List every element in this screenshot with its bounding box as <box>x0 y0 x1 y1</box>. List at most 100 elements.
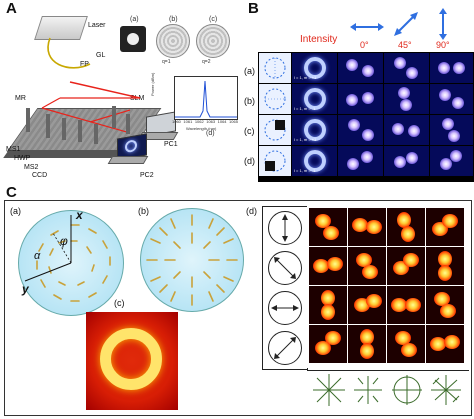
laser-beams <box>41 81 141 134</box>
panel-letter-c: C <box>6 184 17 201</box>
sub-a-label: (a) <box>10 206 21 216</box>
mode-0deg <box>338 53 383 83</box>
angle-45-label: 45° <box>398 40 412 50</box>
row-label-a: (a) <box>244 66 255 76</box>
q2-label: q=2 <box>202 59 211 65</box>
hot-mode-cell <box>425 324 465 364</box>
spectrum-xtick: 1061 <box>183 119 193 124</box>
axis-x-label: x <box>76 208 83 222</box>
spectrum-xtick: 1063 <box>206 119 216 124</box>
intensity-label: Intensity <box>300 34 338 45</box>
hot-mode-cell <box>347 324 387 364</box>
hot-ring-image <box>86 312 178 410</box>
mode-90deg <box>430 84 473 114</box>
inset-b-label: (b) <box>169 16 178 23</box>
hot-mode-cell <box>386 285 426 325</box>
gl-label: GL <box>96 52 106 59</box>
spectrum-xlabel: Wavelength (nm) <box>186 126 217 131</box>
circle-antidiagonal-icon <box>268 331 302 365</box>
intensity-mode: l = 1, m = -1 <box>292 146 337 176</box>
intensity-mode: l = 1, m = +1 <box>292 53 337 83</box>
polarization-map <box>259 146 291 176</box>
spectrum-plot <box>174 76 238 120</box>
mode-90deg <box>430 146 473 176</box>
spectrum-xtick: 1060 <box>172 119 181 124</box>
inset-a-label: (a) <box>130 16 139 23</box>
hwp-label: HWP <box>14 155 31 162</box>
spectrum-xtick: 1064 <box>217 119 227 124</box>
radial-field-icon <box>313 374 345 406</box>
q1-label: q=1 <box>162 59 171 65</box>
hybrid-field-icon <box>354 376 382 404</box>
hot-mode-cell <box>308 246 348 286</box>
intensity-mode: l = 1, m = +1 <box>292 115 337 145</box>
spectrum-ylabel: Power (dBm) <box>150 72 155 96</box>
circle-vertical-icon <box>268 211 302 245</box>
optical-posts <box>26 106 130 144</box>
hot-mode-cell <box>308 285 348 325</box>
azimuthal-field-icon <box>392 375 422 405</box>
sub-b-label: (b) <box>138 206 149 216</box>
mode-0deg <box>338 84 383 114</box>
polarization-map <box>259 53 291 83</box>
inset-c-label: (c) <box>209 16 218 23</box>
pc2-label: PC2 <box>140 172 154 179</box>
panel-c-frame <box>4 200 472 416</box>
ms2-label: MS2 <box>24 164 39 171</box>
hot-mode-cell <box>425 285 465 325</box>
alpha-label: α <box>34 250 41 262</box>
hot-mode-cell <box>386 246 426 286</box>
inset-c-disk <box>196 24 230 58</box>
row-label-b: (b) <box>244 96 255 106</box>
spectrum-xtick: 1065 <box>229 119 238 124</box>
hot-mode-cell <box>425 246 465 286</box>
circle-horizontal-icon <box>268 291 302 325</box>
fiber-line <box>47 37 91 69</box>
hot-mode-cell <box>425 207 465 247</box>
ms1-label: MS1 <box>6 146 21 153</box>
hot-mode-cell <box>308 207 348 247</box>
mode-l-label: l = 1, m = -1 <box>294 106 316 111</box>
hot-mode-cell <box>386 324 426 364</box>
hot-mode-cell <box>347 207 387 247</box>
angle-90-label: 90° <box>436 40 450 50</box>
intensity-mode: l = 1, m = -1 <box>292 84 337 114</box>
arrow-90deg-icon <box>436 8 450 40</box>
vector-field-row <box>307 370 469 411</box>
arrow-0deg-icon <box>350 20 384 34</box>
sub-d-label: (d) <box>246 206 257 216</box>
mode-0deg <box>338 146 383 176</box>
inset-d-label: (d) <box>206 130 215 137</box>
arrow-45deg-icon <box>392 10 420 38</box>
polarization-map <box>259 115 291 145</box>
laser-label: Laser <box>88 22 106 29</box>
mode-45deg <box>384 53 429 83</box>
panel-letter-b: B <box>248 0 259 17</box>
inset-b-disk <box>156 24 190 58</box>
azimuthal-disk <box>18 210 124 316</box>
radial-disk <box>140 208 244 312</box>
mode-l-label: l = 1, m = -1 <box>294 168 316 173</box>
mode-0deg <box>338 115 383 145</box>
sub-c-label: (c) <box>114 298 125 308</box>
circle-diagonal-icon <box>268 251 302 285</box>
spiral-field-icon <box>431 375 461 405</box>
angle-0-label: 0° <box>360 40 369 50</box>
spectrum-xtick: 1062 <box>194 119 204 124</box>
pc2-laptop-base <box>107 156 149 164</box>
mode-l-label: l = 1, m = +1 <box>294 75 317 80</box>
mode-45deg <box>384 115 429 145</box>
spectrum-xticks: 1060 1061 1062 1063 1064 1065 <box>172 119 238 124</box>
phi-label: φ <box>60 234 68 248</box>
hot-mode-cell <box>347 246 387 286</box>
ccd-label: CCD <box>32 172 48 179</box>
hot-mode-cell <box>386 207 426 247</box>
fp-label: FP <box>80 61 89 68</box>
mr-label: MR <box>15 95 26 102</box>
axis-y-label: y <box>22 282 29 296</box>
mode-l-label: l = 1, m = +1 <box>294 137 317 142</box>
inset-a-photo <box>120 26 146 52</box>
mode-90deg <box>430 115 473 145</box>
row-label-d: (d) <box>244 156 255 166</box>
panel-letter-a: A <box>6 0 17 17</box>
